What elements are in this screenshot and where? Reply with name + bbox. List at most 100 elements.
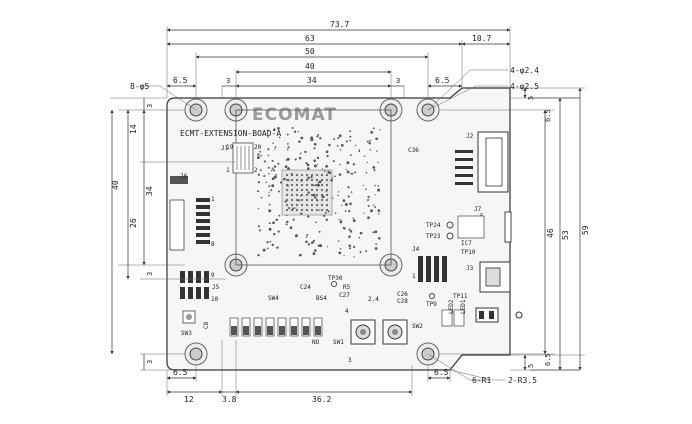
label-bs4: BS4 — [316, 295, 327, 302]
via-dot — [274, 148, 276, 150]
via-dot — [271, 243, 274, 247]
svg-text:J6: J6 — [180, 173, 188, 180]
dim-26-left: 26 — [129, 218, 138, 228]
dim-6-5-top-left: 6.5 — [173, 76, 188, 85]
via-dot — [349, 247, 351, 250]
via-dot — [297, 199, 301, 202]
label-c26: C26 — [397, 291, 408, 298]
via-dot — [348, 228, 351, 231]
via-dot — [271, 167, 274, 170]
svg-text:J2: J2 — [466, 133, 474, 140]
bga-ball — [295, 193, 299, 197]
bga-ball — [315, 173, 319, 177]
via-dot — [260, 154, 263, 157]
via-dot — [306, 234, 309, 237]
dim-53-right: 53 — [561, 230, 570, 240]
via-dot — [318, 209, 320, 211]
dim-10-7: 10.7 — [472, 34, 491, 43]
via-dot — [339, 149, 342, 151]
via-dot — [350, 191, 353, 193]
bga-ball — [295, 203, 299, 207]
via-dot — [377, 161, 379, 164]
via-dot — [374, 247, 378, 250]
svg-text:SW1: SW1 — [333, 339, 344, 346]
svg-text:9: 9 — [211, 272, 215, 279]
via-dot — [265, 181, 268, 184]
via-dot — [348, 210, 351, 213]
via-dot — [319, 244, 323, 248]
via-dot — [274, 146, 277, 149]
via-dot — [340, 219, 342, 221]
svg-text:C8: C8 — [203, 321, 210, 329]
via-dot — [318, 230, 321, 233]
via-dot — [270, 189, 273, 192]
bga-ball — [290, 178, 294, 182]
via-dot — [325, 190, 328, 193]
label-2-4: 2.4 — [368, 296, 379, 303]
via-dot — [338, 218, 340, 221]
via-dot — [337, 194, 339, 197]
via-dot — [299, 152, 302, 155]
via-dots — [256, 126, 381, 258]
bga-ball — [285, 193, 289, 197]
dim-6-5-top-right: 6.5 — [435, 76, 450, 85]
connector-j3: J3 — [466, 261, 511, 293]
via-dot — [287, 167, 290, 170]
via-dot — [271, 159, 274, 163]
via-dot — [293, 130, 297, 133]
via-dot — [256, 156, 260, 160]
via-dot — [379, 129, 381, 131]
via-dot — [295, 207, 297, 209]
bga-ball — [310, 173, 314, 177]
ic7-chip — [457, 215, 485, 239]
via-dot — [267, 154, 270, 157]
via-dot — [337, 191, 340, 193]
via-dot — [377, 185, 380, 187]
dim-6-5-bottom-left: 6.5 — [173, 368, 188, 377]
testpoint-tp23 — [446, 232, 454, 240]
via-dot — [269, 240, 272, 243]
via-dot — [378, 237, 381, 240]
via-dot — [349, 154, 352, 157]
via-dot — [338, 173, 342, 176]
via-dot — [307, 215, 310, 218]
via-dot — [266, 241, 269, 244]
via-dot — [306, 167, 310, 170]
via-dot — [299, 195, 302, 197]
via-dot — [272, 169, 275, 172]
bga-ball — [285, 173, 289, 177]
via-dot — [267, 166, 270, 169]
via-dot — [369, 139, 371, 142]
via-dot — [266, 129, 270, 132]
via-dot — [305, 236, 308, 238]
via-dot — [372, 231, 375, 234]
svg-text:3: 3 — [348, 357, 352, 364]
via-dot — [284, 178, 286, 180]
via-dot — [326, 165, 329, 167]
via-dot — [268, 194, 270, 197]
via-dot — [345, 168, 348, 171]
via-dot — [368, 196, 370, 198]
via-dot — [298, 140, 301, 143]
via-dot — [260, 196, 263, 199]
via-dot — [332, 160, 335, 163]
via-dot — [342, 199, 346, 202]
via-dot — [263, 174, 266, 178]
via-dot — [370, 131, 374, 134]
via-dot — [374, 194, 376, 196]
via-dot — [363, 155, 366, 157]
bga-ball — [325, 198, 329, 202]
svg-text:20: 20 — [254, 144, 262, 151]
via-dot — [300, 212, 303, 215]
svg-text:2: 2 — [254, 167, 258, 174]
via-dot — [300, 136, 304, 140]
bga-ball — [305, 203, 309, 207]
via-dot — [307, 176, 310, 180]
via-dot — [272, 142, 274, 145]
bga-ball — [290, 193, 294, 197]
svg-text:NO: NO — [312, 339, 320, 346]
extension-lines — [110, 26, 585, 396]
via-dot — [267, 136, 269, 138]
